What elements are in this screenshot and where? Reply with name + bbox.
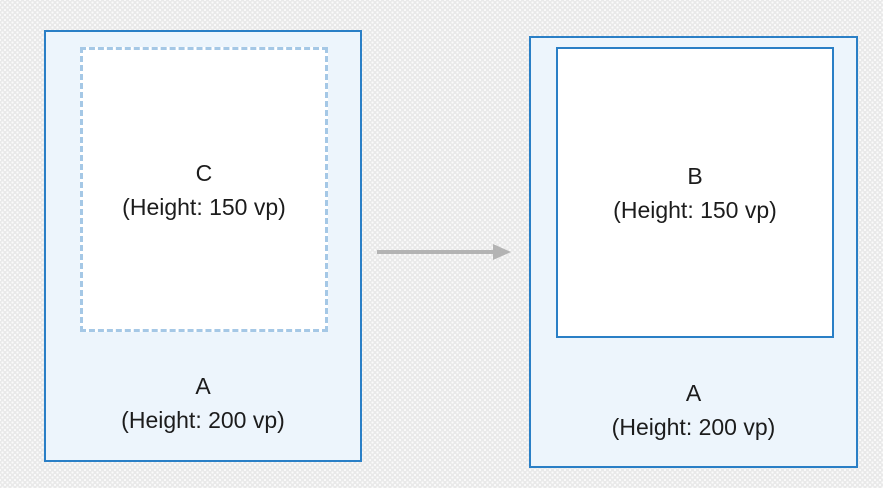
container-a-after-label: A (Height: 200 vp) xyxy=(612,376,776,444)
container-a-after-name: A xyxy=(685,380,702,406)
child-c-placeholder: C (Height: 150 vp) xyxy=(80,47,328,332)
child-b-height: (Height: 150 vp) xyxy=(613,196,777,223)
arrow-right-icon xyxy=(377,244,511,260)
child-c-height: (Height: 150 vp) xyxy=(122,193,286,220)
container-a-after-label-area: A (Height: 200 vp) xyxy=(529,352,858,468)
child-c-label: C (Height: 150 vp) xyxy=(122,156,286,224)
container-a-before-label-area: A (Height: 200 vp) xyxy=(44,344,362,462)
container-a-before-height: (Height: 200 vp) xyxy=(121,407,285,433)
container-a-before-label: A (Height: 200 vp) xyxy=(121,369,285,437)
container-a-after-height: (Height: 200 vp) xyxy=(611,414,776,440)
child-b-label: B (Height: 150 vp) xyxy=(613,159,777,227)
child-c-name: C xyxy=(195,159,213,186)
child-b-name: B xyxy=(687,162,703,189)
child-b: B (Height: 150 vp) xyxy=(556,47,834,338)
container-a-before-name: A xyxy=(195,373,211,399)
